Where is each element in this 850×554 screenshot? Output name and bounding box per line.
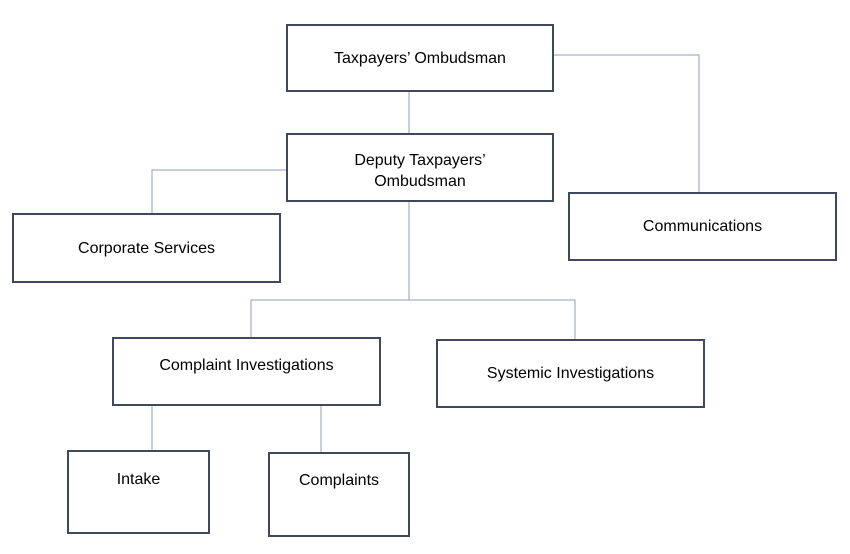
node-label: Complaints xyxy=(298,472,380,489)
node-label: Intake xyxy=(116,471,161,488)
node-label-line-1: Deputy Taxpayers’ xyxy=(354,152,486,169)
node-complaint-investigations: Complaint Investigations xyxy=(112,337,381,406)
node-label-line-2: Ombudsman xyxy=(374,173,466,190)
node-deputy-taxpayers-ombudsman: Deputy Taxpayers’ Ombudsman xyxy=(286,133,554,202)
node-label: Communications xyxy=(642,218,763,235)
connector-ombudsman-communications xyxy=(554,54,700,192)
connector-deputy-corporate-services xyxy=(151,169,286,213)
node-label: Systemic Investigations xyxy=(486,365,655,382)
node-label: Corporate Services xyxy=(78,239,215,257)
connector-investigations-bus xyxy=(250,299,576,339)
node-intake: Intake xyxy=(67,450,210,534)
node-systemic-investigations: Systemic Investigations xyxy=(436,339,705,408)
node-taxpayers-ombudsman: Taxpayers’ Ombudsman xyxy=(286,24,554,92)
node-label: Complaint Investigations xyxy=(159,357,334,374)
node-communications: Communications xyxy=(568,192,837,261)
node-corporate-services: Corporate Services xyxy=(12,213,281,283)
node-label: Taxpayers’ Ombudsman xyxy=(334,49,506,67)
node-complaints: Complaints xyxy=(268,452,410,537)
